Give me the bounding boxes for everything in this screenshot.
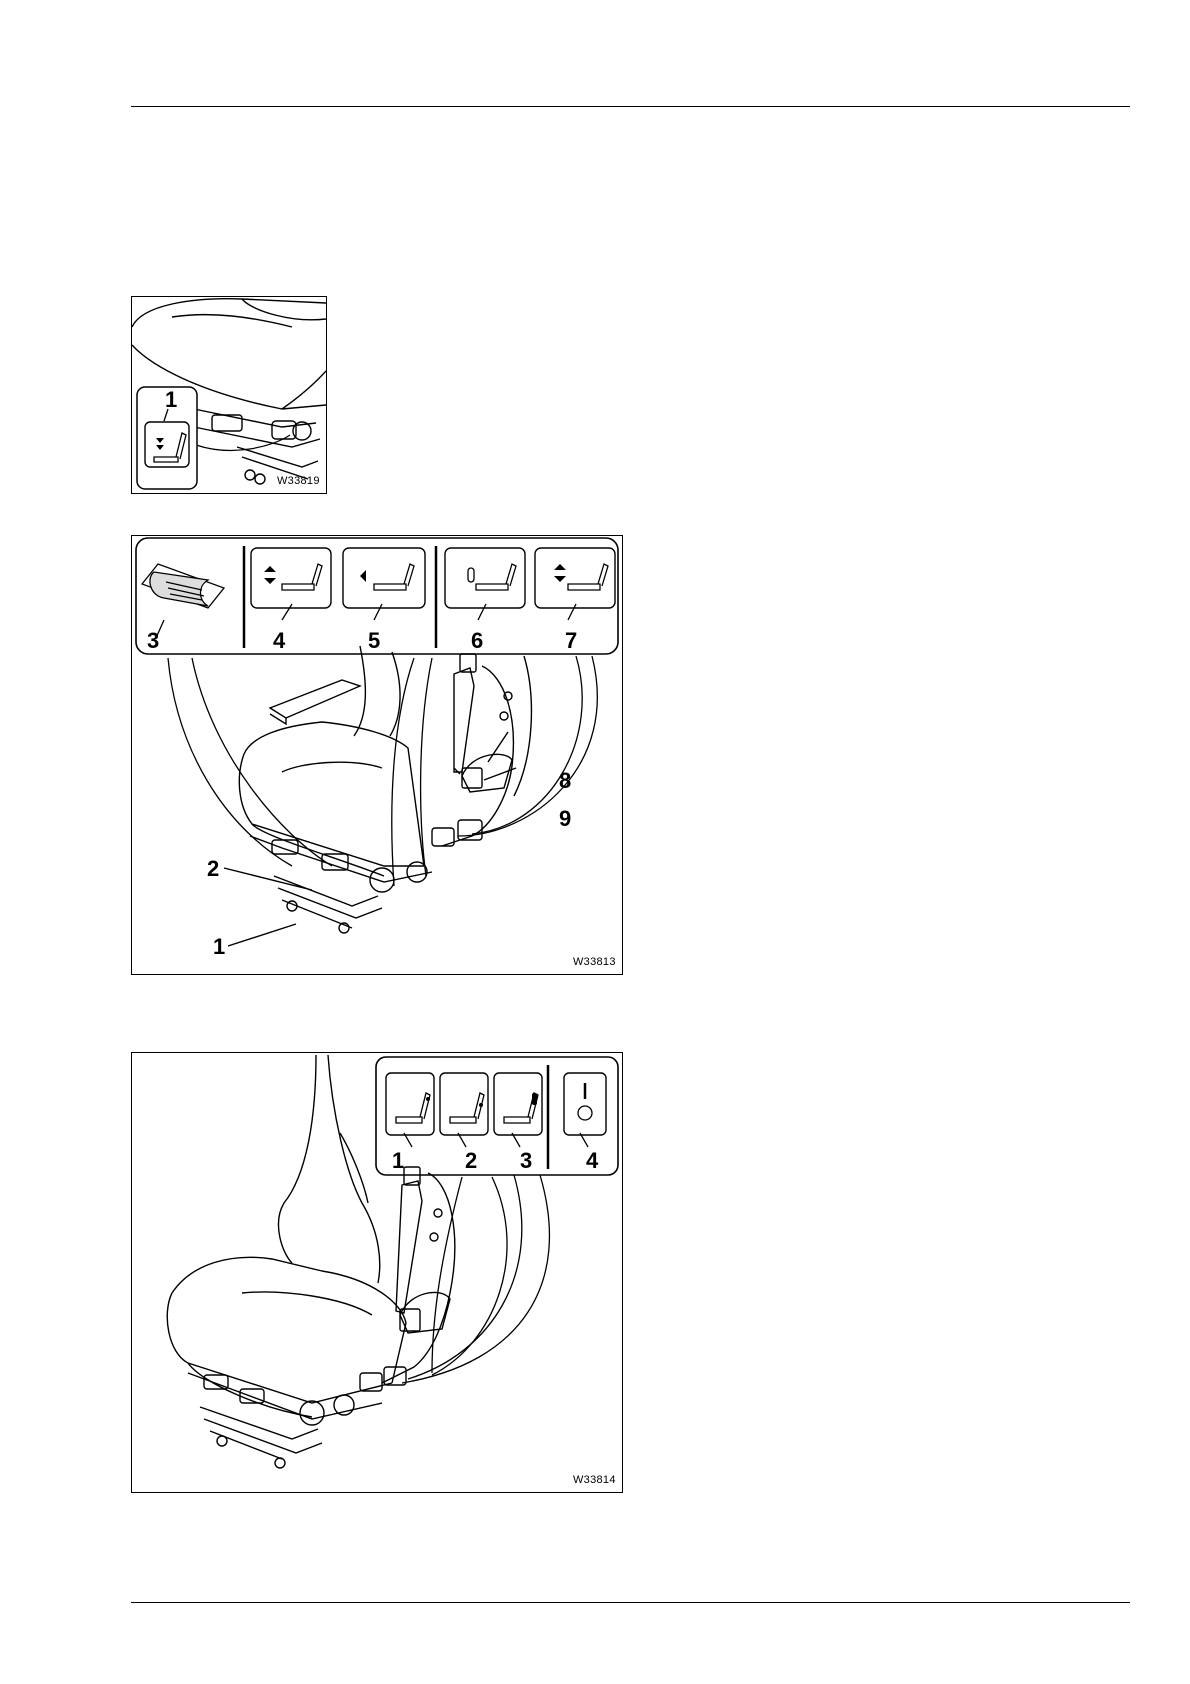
callout-3: 3 — [147, 630, 159, 652]
footer-rule — [131, 1602, 1130, 1603]
figure-id: W33819 — [277, 475, 320, 487]
callout-4: 4 — [273, 630, 285, 652]
figure-seat-controls: 3 4 5 6 7 8 9 2 1 W33813 — [131, 535, 623, 975]
header-rule — [131, 106, 1130, 107]
figure-id: W33813 — [573, 956, 616, 968]
callout-1: 1 — [213, 936, 225, 958]
seat-illustration-1 — [132, 297, 326, 493]
callout-8: 8 — [559, 770, 571, 792]
callout-1: 1 — [165, 389, 177, 411]
callout-3: 3 — [520, 1150, 532, 1172]
callout-2: 2 — [465, 1150, 477, 1172]
callout-2: 2 — [207, 858, 219, 880]
callout-9: 9 — [559, 808, 571, 830]
callout-6: 6 — [471, 630, 483, 652]
seat-illustration-3 — [132, 1053, 622, 1492]
callout-5: 5 — [368, 630, 380, 652]
figure-id: W33814 — [573, 1474, 616, 1486]
callout-4: 4 — [586, 1150, 598, 1172]
callout-7: 7 — [565, 630, 577, 652]
figure-backrest-controls: 1 2 3 4 W33814 — [131, 1052, 623, 1493]
figure-seat-height-lever: 1 W33819 — [131, 296, 327, 494]
callout-1: 1 — [392, 1150, 404, 1172]
seat-illustration-2 — [132, 536, 622, 974]
